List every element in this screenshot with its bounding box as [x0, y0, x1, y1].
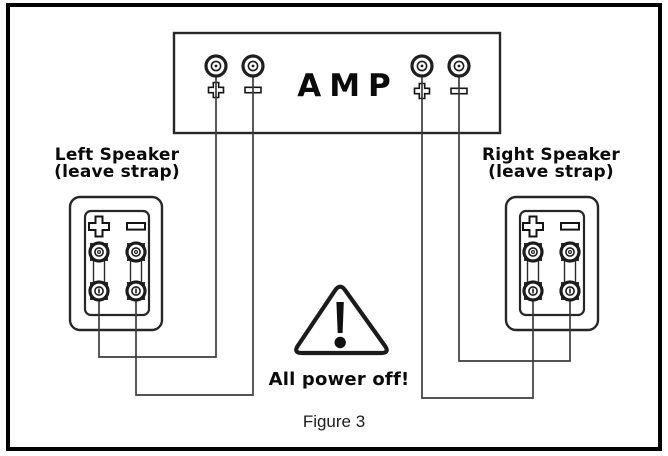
wire-right-positive: [421, 66, 534, 399]
right-post-plus-top: [522, 241, 544, 263]
right-speaker-subtitle: (leave strap): [488, 162, 614, 182]
warning-triangle-icon: [294, 284, 389, 356]
right-post-minus-bottom: [559, 280, 581, 302]
right-post-plus-bottom: [522, 280, 544, 302]
left-post-minus-top: [125, 241, 147, 263]
exclamation-dot: [334, 336, 346, 349]
wire-left-positive: [98, 66, 217, 358]
left-post-plus-top: [88, 241, 110, 263]
warning-triangle-outline: [294, 284, 389, 356]
left-post-plus-bottom: [88, 280, 110, 302]
left-speaker-outer-box: [68, 195, 164, 332]
left-speaker-panel: [68, 195, 164, 332]
left-speaker-plus-symbol: [88, 215, 110, 238]
amp-post-left-negative: [241, 54, 265, 78]
right-speaker-panel: [504, 195, 600, 332]
right-speaker-plus-symbol: [522, 215, 544, 238]
figure-caption: Figure 3: [302, 412, 366, 431]
right-speaker-outer-box: [504, 195, 600, 332]
speaker-binding-posts: [88, 241, 581, 302]
right-post-minus-top: [559, 241, 581, 263]
right-speaker-inner-box: [518, 209, 586, 317]
left-speaker-minus-symbol: [126, 222, 146, 231]
amp-box: [172, 31, 502, 135]
speaker-wires: [98, 66, 571, 399]
warning-caption: All power off!: [268, 369, 410, 390]
amp-binding-posts: [204, 54, 471, 78]
exclamation-bar: [336, 302, 344, 333]
amp-post-left-positive: [204, 54, 228, 78]
left-speaker-inner-box: [83, 209, 151, 317]
amp-post-right-positive: [410, 54, 434, 78]
wire-left-negative: [135, 66, 254, 396]
amp-post-right-negative: [447, 54, 471, 78]
right-speaker-minus-symbol: [560, 222, 580, 231]
wire-right-negative: [458, 66, 571, 362]
left-speaker-label: Left Speaker (leave strap): [32, 147, 202, 181]
left-speaker-title: Left Speaker: [54, 145, 180, 165]
right-speaker-label: Right Speaker (leave strap): [466, 147, 636, 181]
amp-label: AMP: [297, 68, 399, 104]
left-speaker-subtitle: (leave strap): [54, 162, 180, 182]
left-post-minus-bottom: [125, 280, 147, 302]
right-speaker-title: Right Speaker: [481, 145, 620, 165]
